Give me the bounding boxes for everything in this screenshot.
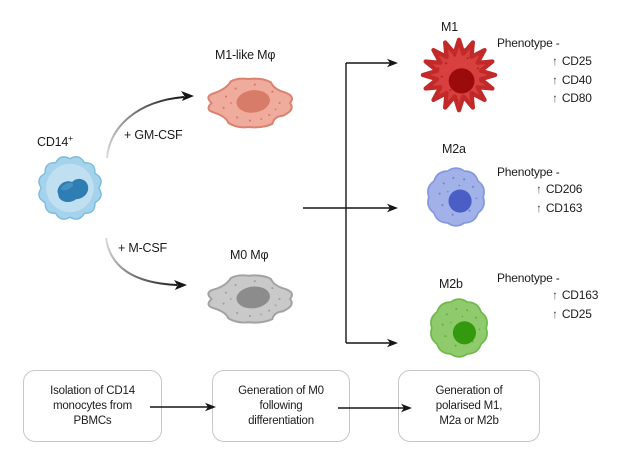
- branch-arrowhead-m2b: [387, 338, 398, 348]
- gm-csf-label: + GM-CSF: [124, 128, 183, 142]
- workflow-box-line: Generation of M0: [238, 384, 324, 397]
- m2a-granule-dots: [438, 176, 478, 216]
- workflow-box-line: differentiation: [248, 414, 314, 427]
- workflow-box-isolation: Isolation of CD14 monocytes from PBMCs: [23, 370, 162, 442]
- m1-like-cell: [207, 77, 293, 129]
- m2b-label: M2b: [439, 277, 463, 291]
- marker-label: CD80: [561, 91, 592, 105]
- branch-arrowhead-m2a: [387, 203, 398, 213]
- marker-row: ↑CD163: [552, 286, 599, 305]
- up-arrow-icon: ↑: [552, 72, 558, 87]
- m2a-marker-list: ↑CD206 ↑CD163: [536, 180, 583, 218]
- marker-label: CD163: [561, 288, 599, 302]
- m1-like-nucleus: [236, 90, 270, 113]
- gm-csf-arrowhead: [181, 91, 194, 101]
- marker-label: CD40: [561, 72, 592, 87]
- m1-cell: [420, 37, 498, 113]
- up-arrow-icon: ↑: [552, 54, 558, 68]
- m2b-marker-list: ↑CD163 ↑CD25: [552, 286, 599, 324]
- workflow-box-line: monocytes from: [52, 399, 132, 412]
- up-arrow-icon: ↑: [552, 306, 558, 321]
- monocyte-nucleus: [57, 178, 89, 202]
- workflow-box-line: Generation of: [435, 384, 503, 397]
- m1-like-label: M1-like Mφ: [215, 48, 276, 62]
- workflow-box-line: following: [259, 399, 303, 412]
- up-arrow-icon: ↑: [536, 200, 542, 215]
- m2b-granule-dots: [441, 307, 481, 347]
- marker-label: CD25: [561, 306, 592, 321]
- branch-arrowhead-m1: [387, 58, 398, 68]
- m0-granule-dots: [222, 280, 281, 318]
- m1-phenotype-title: Phenotype -: [497, 36, 560, 50]
- m1-nucleus: [448, 68, 475, 94]
- marker-row: ↑CD206: [536, 180, 583, 199]
- m2a-nucleus: [448, 189, 472, 213]
- workflow-box-generation-m0: Generation of M0 following differentiati…: [212, 370, 350, 442]
- workflow-box-line: PBMCs: [73, 414, 112, 427]
- marker-row: ↑CD80: [552, 89, 592, 108]
- workflow-box-polarised: Generation of polarised M1, M2a or M2b: [398, 370, 540, 442]
- marker-label: CD25: [561, 54, 592, 68]
- m-csf-label: + M-CSF: [118, 241, 167, 255]
- m0-nucleus: [236, 286, 270, 309]
- workflow-box-line: M2a or M2b: [439, 414, 499, 427]
- m0-cell: [207, 274, 293, 324]
- monocyte-nucleus-highlight: [61, 182, 74, 191]
- marker-row: ↑CD25: [552, 52, 592, 71]
- m2a-cell: [427, 167, 485, 227]
- m2b-nucleus: [452, 321, 476, 345]
- marker-row: ↑CD25: [552, 305, 598, 324]
- marker-row: ↑CD40: [552, 71, 592, 90]
- m1-label: M1: [441, 20, 458, 34]
- m0-label: M0 Mφ: [230, 248, 269, 262]
- m-csf-arrowhead: [174, 280, 187, 290]
- workflow-box-line: Isolation of CD14: [50, 384, 135, 397]
- marker-label: CD206: [545, 182, 583, 196]
- m2a-phenotype-title: Phenotype -: [497, 165, 560, 179]
- marker-label: CD163: [545, 200, 583, 215]
- m1-like-granule-dots: [222, 83, 281, 122]
- marker-row: ↑CD163: [536, 199, 583, 218]
- workflow-box-line: polarised M1,: [435, 399, 503, 412]
- cd14-label: CD14+: [37, 133, 74, 150]
- up-arrow-icon: ↑: [536, 182, 542, 196]
- m2b-cell: [430, 298, 488, 358]
- m1-granule-dots: [437, 48, 482, 102]
- up-arrow-icon: ↑: [552, 288, 558, 302]
- up-arrow-icon: ↑: [552, 91, 558, 105]
- m2a-label: M2a: [442, 142, 466, 156]
- m2b-phenotype-title: Phenotype -: [497, 271, 560, 285]
- monocyte-cell: [38, 156, 102, 220]
- m1-marker-list: ↑CD25 ↑CD40 ↑CD80: [552, 52, 592, 108]
